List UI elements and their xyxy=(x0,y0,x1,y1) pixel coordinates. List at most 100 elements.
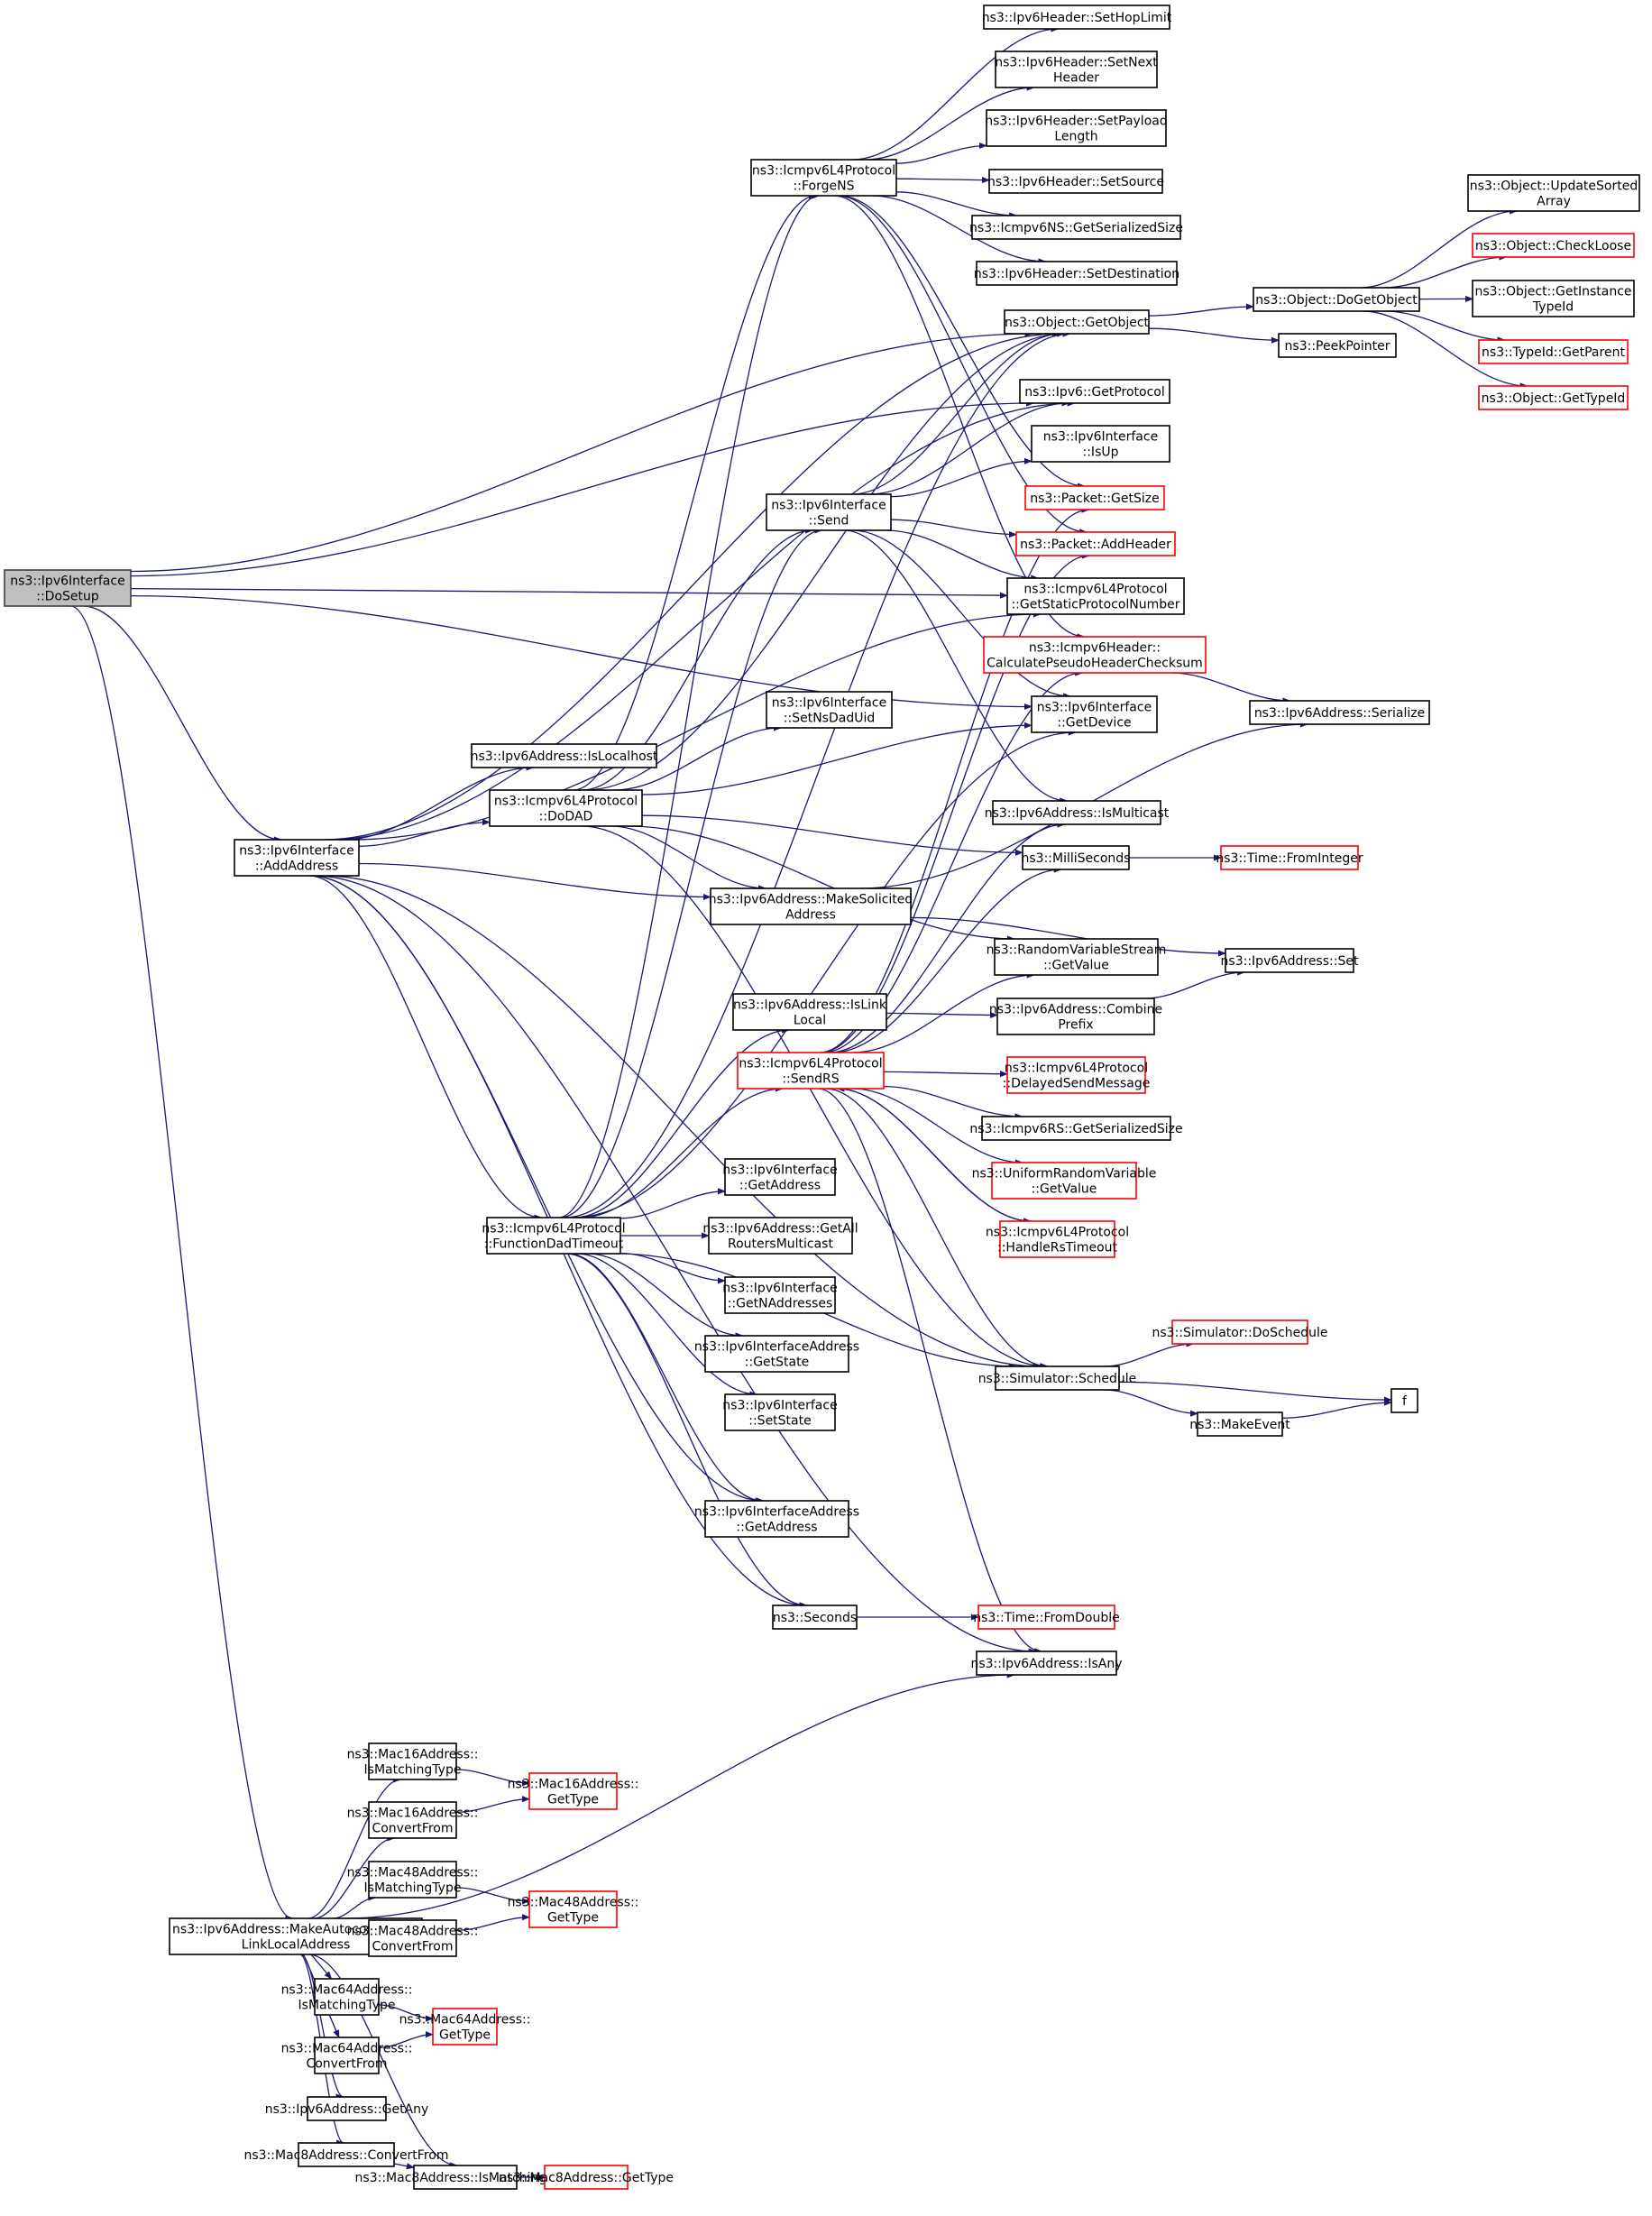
node-isup[interactable]: ns3::Ipv6Interface::IsUp xyxy=(1031,425,1170,463)
node-mac8convert[interactable]: ns3::Mac8Address::ConvertFrom xyxy=(243,2142,449,2167)
node-box[interactable] xyxy=(772,1605,858,1630)
node-box[interactable] xyxy=(971,215,1181,240)
node-dogetobject[interactable]: ns3::Object::DoGetObject xyxy=(1253,287,1420,312)
node-box[interactable] xyxy=(1390,1388,1418,1413)
node-mac48match[interactable]: ns3::Mac48Address::IsMatchingType xyxy=(347,1861,479,1899)
node-box[interactable] xyxy=(986,109,1167,147)
node-box[interactable] xyxy=(486,1217,621,1255)
node-rsserialsize[interactable]: ns3::Icmpv6RS::GetSerializedSize xyxy=(969,1116,1183,1141)
node-box[interactable] xyxy=(368,1861,457,1899)
node-mac16type[interactable]: ns3::Mac16Address::GetType xyxy=(508,1772,639,1810)
node-box[interactable] xyxy=(1225,948,1354,973)
node-f[interactable]: f xyxy=(1390,1388,1418,1413)
node-box[interactable] xyxy=(314,1978,380,2016)
node-functiondad[interactable]: ns3::Icmpv6L4Protocol::FunctionDadTimeou… xyxy=(482,1217,626,1255)
node-getany[interactable]: ns3::Ipv6Address::GetAny xyxy=(265,2096,429,2121)
node-box[interactable] xyxy=(1019,379,1170,404)
node-getobject[interactable]: ns3::Object::GetObject xyxy=(1004,309,1150,335)
node-isany[interactable]: ns3::Ipv6Address::IsAny xyxy=(970,1651,1123,1676)
node-box[interactable] xyxy=(704,1500,849,1538)
node-schedule[interactable]: ns3::Simulator::Schedule xyxy=(978,1365,1137,1391)
node-box[interactable] xyxy=(1472,233,1635,258)
node-box[interactable] xyxy=(368,1919,457,1957)
node-box[interactable] xyxy=(732,993,887,1031)
node-box[interactable] xyxy=(724,1276,836,1314)
node-box[interactable] xyxy=(1478,339,1629,364)
node-ipv6set[interactable]: ns3::Ipv6Address::Set xyxy=(1221,948,1359,973)
node-box[interactable] xyxy=(1022,845,1130,870)
node-seconds[interactable]: ns3::Seconds xyxy=(772,1605,858,1630)
node-delayedsend[interactable]: ns3::Icmpv6L4Protocol::DelayedSendMessag… xyxy=(1003,1056,1151,1094)
node-mac64convert[interactable]: ns3::Mac64Address::ConvertFrom xyxy=(281,2037,413,2074)
node-box[interactable] xyxy=(988,169,1163,194)
node-frominteger[interactable]: ns3::Time::FromInteger xyxy=(1216,845,1363,870)
node-box[interactable] xyxy=(737,1052,885,1090)
node-box[interactable] xyxy=(1220,845,1359,870)
node-getdevice[interactable]: ns3::Ipv6Interface::GetDevice xyxy=(1031,695,1158,733)
node-box[interactable] xyxy=(234,839,360,877)
node-sendrs[interactable]: ns3::Icmpv6L4Protocol::SendRS xyxy=(737,1052,885,1090)
node-box[interactable] xyxy=(981,1116,1171,1141)
node-mac16match[interactable]: ns3::Mac16Address::IsMatchingType xyxy=(347,1742,479,1780)
node-box[interactable] xyxy=(766,493,892,531)
node-box[interactable] xyxy=(1006,577,1185,615)
node-handlerstimeout[interactable]: ns3::Icmpv6L4Protocol::HandleRsTimeout xyxy=(986,1220,1129,1258)
node-box[interactable] xyxy=(544,2165,629,2190)
node-mac16convert[interactable]: ns3::Mac16Address::ConvertFrom xyxy=(347,1801,479,1839)
node-dodad[interactable]: ns3::Icmpv6L4Protocol::DoDAD xyxy=(489,789,643,827)
node-box[interactable] xyxy=(724,1158,836,1196)
node-mac8type[interactable]: ns3::Mac8Address::GetType xyxy=(499,2165,674,2190)
node-box[interactable] xyxy=(1031,695,1158,733)
node-box[interactable] xyxy=(307,2096,387,2121)
node-box[interactable] xyxy=(413,2165,518,2190)
node-milliseconds[interactable]: ns3::MilliSeconds xyxy=(1022,845,1131,870)
node-ifaddrgetstate[interactable]: ns3::Ipv6InterfaceAddress::GetState xyxy=(694,1335,859,1373)
node-box[interactable] xyxy=(489,789,643,827)
node-box[interactable] xyxy=(1467,174,1640,212)
node-box[interactable] xyxy=(1472,280,1635,317)
node-getsize[interactable]: ns3::Packet::GetSize xyxy=(1024,485,1165,510)
node-box[interactable] xyxy=(1004,309,1150,335)
node-box[interactable] xyxy=(368,1742,457,1780)
node-box[interactable] xyxy=(724,1393,836,1431)
node-box[interactable] xyxy=(1249,700,1430,725)
node-peekpointer[interactable]: ns3::PeekPointer xyxy=(1278,333,1397,358)
node-makeevent[interactable]: ns3::MakeEvent xyxy=(1189,1411,1290,1437)
node-box[interactable] xyxy=(991,1162,1137,1200)
node-box[interactable] xyxy=(766,691,893,729)
node-box[interactable] xyxy=(976,1651,1117,1676)
node-box[interactable] xyxy=(1006,1056,1146,1094)
node-box[interactable] xyxy=(995,51,1158,88)
node-box[interactable] xyxy=(994,938,1159,976)
node-nsserialsize[interactable]: ns3::Icmpv6NS::GetSerializedSize xyxy=(969,215,1183,240)
node-urvgetvalue[interactable]: ns3::UniformRandomVariable::GetValue xyxy=(972,1162,1157,1200)
node-mac48type[interactable]: ns3::Mac48Address::GetType xyxy=(508,1890,639,1928)
node-box[interactable] xyxy=(996,998,1155,1035)
node-box[interactable] xyxy=(999,1220,1115,1258)
node-box[interactable] xyxy=(995,1365,1120,1391)
node-box[interactable] xyxy=(1015,531,1176,556)
node-box[interactable] xyxy=(1278,333,1397,358)
node-getnaddresses[interactable]: ns3::Ipv6Interface::GetNAddresses xyxy=(722,1276,838,1314)
node-getparent[interactable]: ns3::TypeId::GetParent xyxy=(1478,339,1629,364)
node-setstate[interactable]: ns3::Ipv6Interface::SetState xyxy=(722,1393,838,1431)
node-serialize[interactable]: ns3::Ipv6Address::Serialize xyxy=(1249,700,1430,725)
node-checksum[interactable]: ns3::Icmpv6Header::CalculatePseudoHeader… xyxy=(983,636,1207,674)
node-send[interactable]: ns3::Ipv6Interface::Send xyxy=(766,493,892,531)
node-checkloose[interactable]: ns3::Object::CheckLoose xyxy=(1472,233,1635,258)
node-box[interactable] xyxy=(704,1335,849,1373)
node-addaddress[interactable]: ns3::Ipv6Interface::AddAddress xyxy=(234,839,360,877)
node-fromdouble[interactable]: ns3::Time::FromDouble xyxy=(973,1605,1120,1630)
node-box[interactable] xyxy=(1024,485,1165,510)
node-box[interactable] xyxy=(4,569,132,607)
node-mac8match[interactable]: ns3::Mac8Address::IsMatchingType xyxy=(355,2165,576,2190)
node-box[interactable] xyxy=(710,887,912,925)
node-box[interactable] xyxy=(368,1801,457,1839)
node-box[interactable] xyxy=(528,1772,618,1810)
node-forgens[interactable]: ns3::Icmpv6L4Protocol::ForgeNS xyxy=(750,159,897,197)
